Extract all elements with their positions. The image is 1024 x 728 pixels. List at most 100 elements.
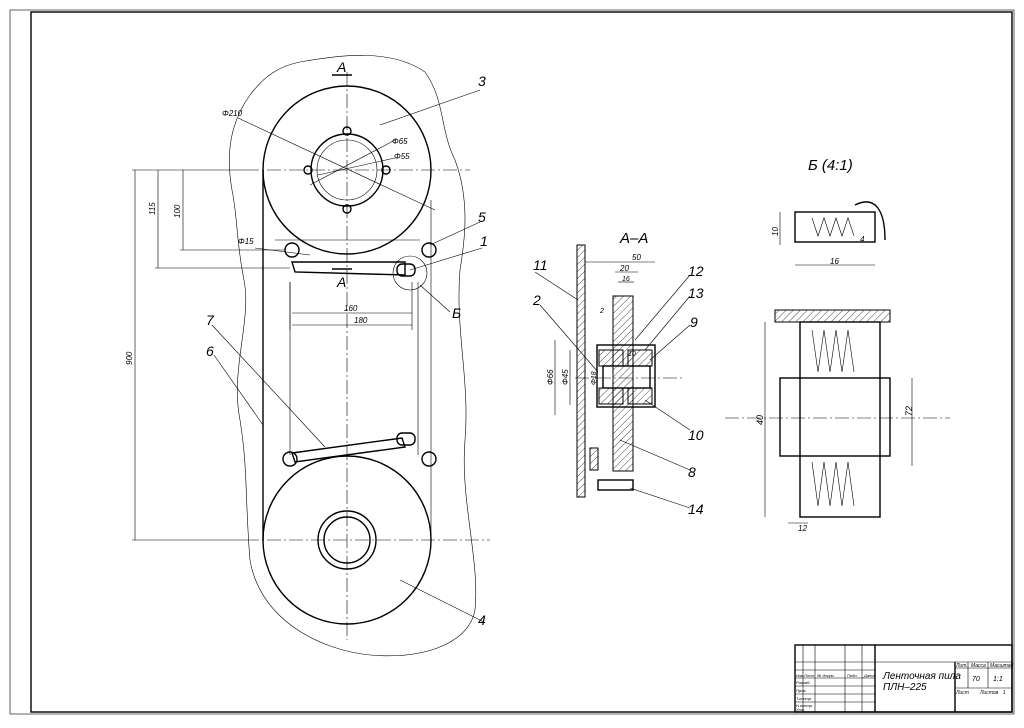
section-a-a — [534, 244, 691, 509]
dim-72: 72 — [904, 406, 914, 416]
sheets-count: 1 — [1003, 690, 1006, 696]
leader-6 — [213, 354, 264, 426]
row-label: Изм. — [796, 673, 805, 678]
dim-phi65: Φ65 — [392, 137, 408, 146]
dim-40: 40 — [755, 415, 765, 425]
bearing-housing — [596, 344, 656, 408]
leader-12 — [634, 274, 691, 341]
dim-phi210-leader — [237, 117, 436, 211]
bearing — [598, 387, 624, 405]
main-view — [132, 55, 490, 657]
callout-13: 13 — [688, 285, 704, 301]
callout-9: 9 — [690, 314, 698, 330]
leader-3 — [379, 89, 481, 126]
leader-4 — [399, 579, 485, 623]
roller — [282, 451, 298, 467]
roller — [421, 451, 437, 467]
sheets-label: Листов — [979, 690, 999, 696]
leader-11 — [534, 271, 579, 301]
dim-900: 900 — [125, 351, 134, 365]
row-label: Дата — [863, 673, 875, 678]
guide-body — [799, 321, 881, 518]
dim-12: 12 — [798, 524, 807, 533]
leader-1 — [409, 247, 483, 271]
dim-16: 16 — [622, 276, 630, 283]
role-label: Пров. — [796, 688, 807, 693]
row-label: Подп. — [847, 673, 858, 678]
dim-180: 180 — [354, 316, 368, 325]
row-label: Лист — [803, 673, 815, 678]
callout-2: 2 — [532, 292, 541, 308]
bearing — [627, 387, 653, 405]
leader-14 — [629, 487, 691, 509]
dim-115: 115 — [148, 202, 157, 215]
mass-value: 70 — [972, 676, 980, 683]
lower-slot — [396, 432, 416, 446]
leader-13 — [644, 295, 691, 351]
leader-2 — [539, 304, 599, 373]
upper-spring — [811, 329, 855, 373]
dim-50: 50 — [632, 253, 641, 262]
dim-phi15: Φ15 — [238, 237, 254, 246]
role-label: Разраб. — [796, 680, 810, 685]
leader-8 — [619, 439, 691, 471]
axle — [602, 365, 651, 389]
section-title: А–А — [619, 230, 648, 247]
dim-det-16: 16 — [830, 257, 839, 266]
bearing — [598, 349, 624, 367]
callout-5: 5 — [478, 209, 486, 225]
role-label: Утв. — [796, 707, 805, 712]
dim-10: 10 — [628, 351, 636, 358]
leader-7 — [211, 324, 326, 448]
callout-8: 8 — [688, 464, 696, 480]
lower-arm — [291, 437, 406, 463]
section-a-a-labels: А–А 11 2 12 13 9 10 8 14 50 20 16 2 10 Φ… — [532, 230, 704, 517]
detail-title: Б (4:1) — [808, 157, 853, 174]
dim-20: 20 — [619, 264, 629, 273]
sheet-label: Лист — [955, 690, 969, 696]
callout-1: 1 — [480, 233, 488, 249]
role-label: Т.контр. — [796, 696, 812, 701]
drawing-name-line1: Ленточная пила — [882, 671, 961, 682]
title-block-frame — [794, 644, 1013, 713]
leader-b — [419, 284, 451, 313]
upper-slot — [396, 263, 416, 277]
detail-b-labels: Б (4:1) 10 16 4 — [771, 157, 865, 266]
leader-5 — [429, 221, 481, 246]
detail-b-spring — [811, 217, 855, 237]
roller — [284, 242, 300, 258]
row-label: № докум. — [817, 673, 835, 678]
detail-b-body — [794, 211, 876, 243]
dim-160: 160 — [344, 304, 358, 313]
section-mark-top: А — [336, 59, 346, 75]
leader-10 — [644, 399, 691, 431]
callout-4: 4 — [478, 612, 486, 628]
dim-det-10: 10 — [771, 227, 780, 236]
callout-10: 10 — [688, 427, 704, 443]
breakout-outline — [229, 55, 477, 657]
title-block — [794, 644, 1013, 713]
col-scale: Масштаб — [990, 663, 1014, 669]
section-mark-bottom: А — [336, 274, 346, 290]
lower-spring — [811, 461, 855, 507]
dim-phi66: Φ66 — [546, 369, 555, 385]
lower-mount — [589, 447, 599, 471]
callout-14: 14 — [688, 501, 704, 517]
dim-phi55: Φ55 — [394, 152, 410, 161]
detail-b — [779, 201, 886, 266]
callout-7: 7 — [206, 312, 215, 328]
scale-value: 1:1 — [993, 676, 1003, 683]
callout-11: 11 — [533, 257, 548, 273]
plate — [576, 244, 586, 498]
main-view-labels: А А 3 5 1 Б 7 6 4 Φ210 Φ65 Φ55 Φ15 900 1… — [125, 59, 488, 628]
dim-phi55-leader — [317, 157, 396, 176]
dim-det-4: 4 — [860, 235, 865, 244]
callout-6: 6 — [206, 343, 214, 359]
callout-12: 12 — [688, 263, 704, 279]
col-lit: Лит. — [955, 663, 968, 669]
dim-phi45: Φ45 — [561, 369, 570, 385]
detail-b-circle — [392, 255, 428, 291]
detail-b-mark: Б — [452, 305, 461, 321]
